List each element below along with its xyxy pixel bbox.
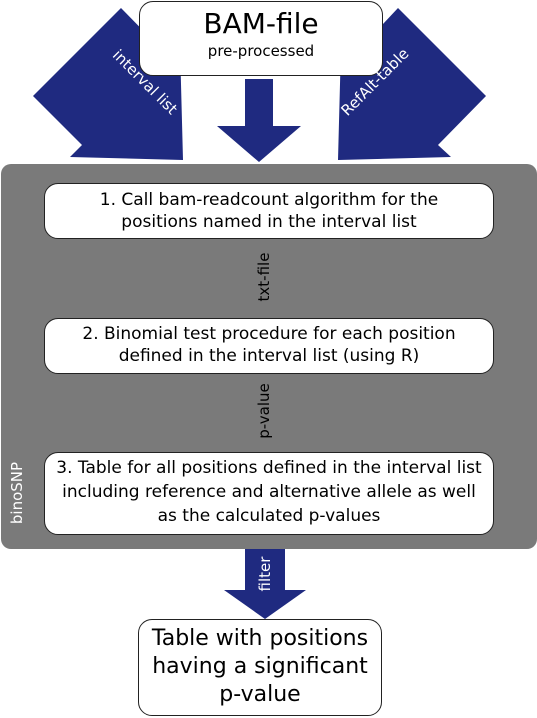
bam-file-subtitle: pre-processed [207,42,315,60]
bam-down-arrow [217,79,301,162]
filter-label: filter [256,556,274,592]
step-2-line-2: defined in the interval list (using R) [118,346,420,366]
step-1-line-2: positions named in the interval list [121,212,417,232]
binosnp-label: binoSNP [8,461,26,525]
bam-file-title: BAM-file [203,7,319,40]
txt-file-label: txt-file [255,252,273,302]
bam-file-box: BAM-file pre-processed [139,1,383,76]
step-3-line-1: 3. Table for all positions defined in th… [56,458,482,478]
step-3-line-2: including reference and alternative alle… [62,482,476,502]
filter-arrow [224,549,306,619]
step-3-box: 3. Table for all positions defined in th… [44,452,494,535]
result-line-3: p-value [219,682,301,707]
result-line-1: Table with positions [151,626,369,651]
p-value-label: p-value [255,383,273,439]
step-2-line-1: 2. Binomial test procedure for each posi… [82,324,456,344]
step-1-line-1: 1. Call bam-readcount algorithm for the [99,190,439,210]
step-2-box: 2. Binomial test procedure for each posi… [44,318,494,374]
step-3-line-3: as the calculated p-values [157,506,381,526]
result-line-2: having a significant [152,654,368,679]
step-1-box: 1. Call bam-readcount algorithm for the … [44,183,494,239]
result-table-box: Table with positions having a significan… [138,619,382,716]
